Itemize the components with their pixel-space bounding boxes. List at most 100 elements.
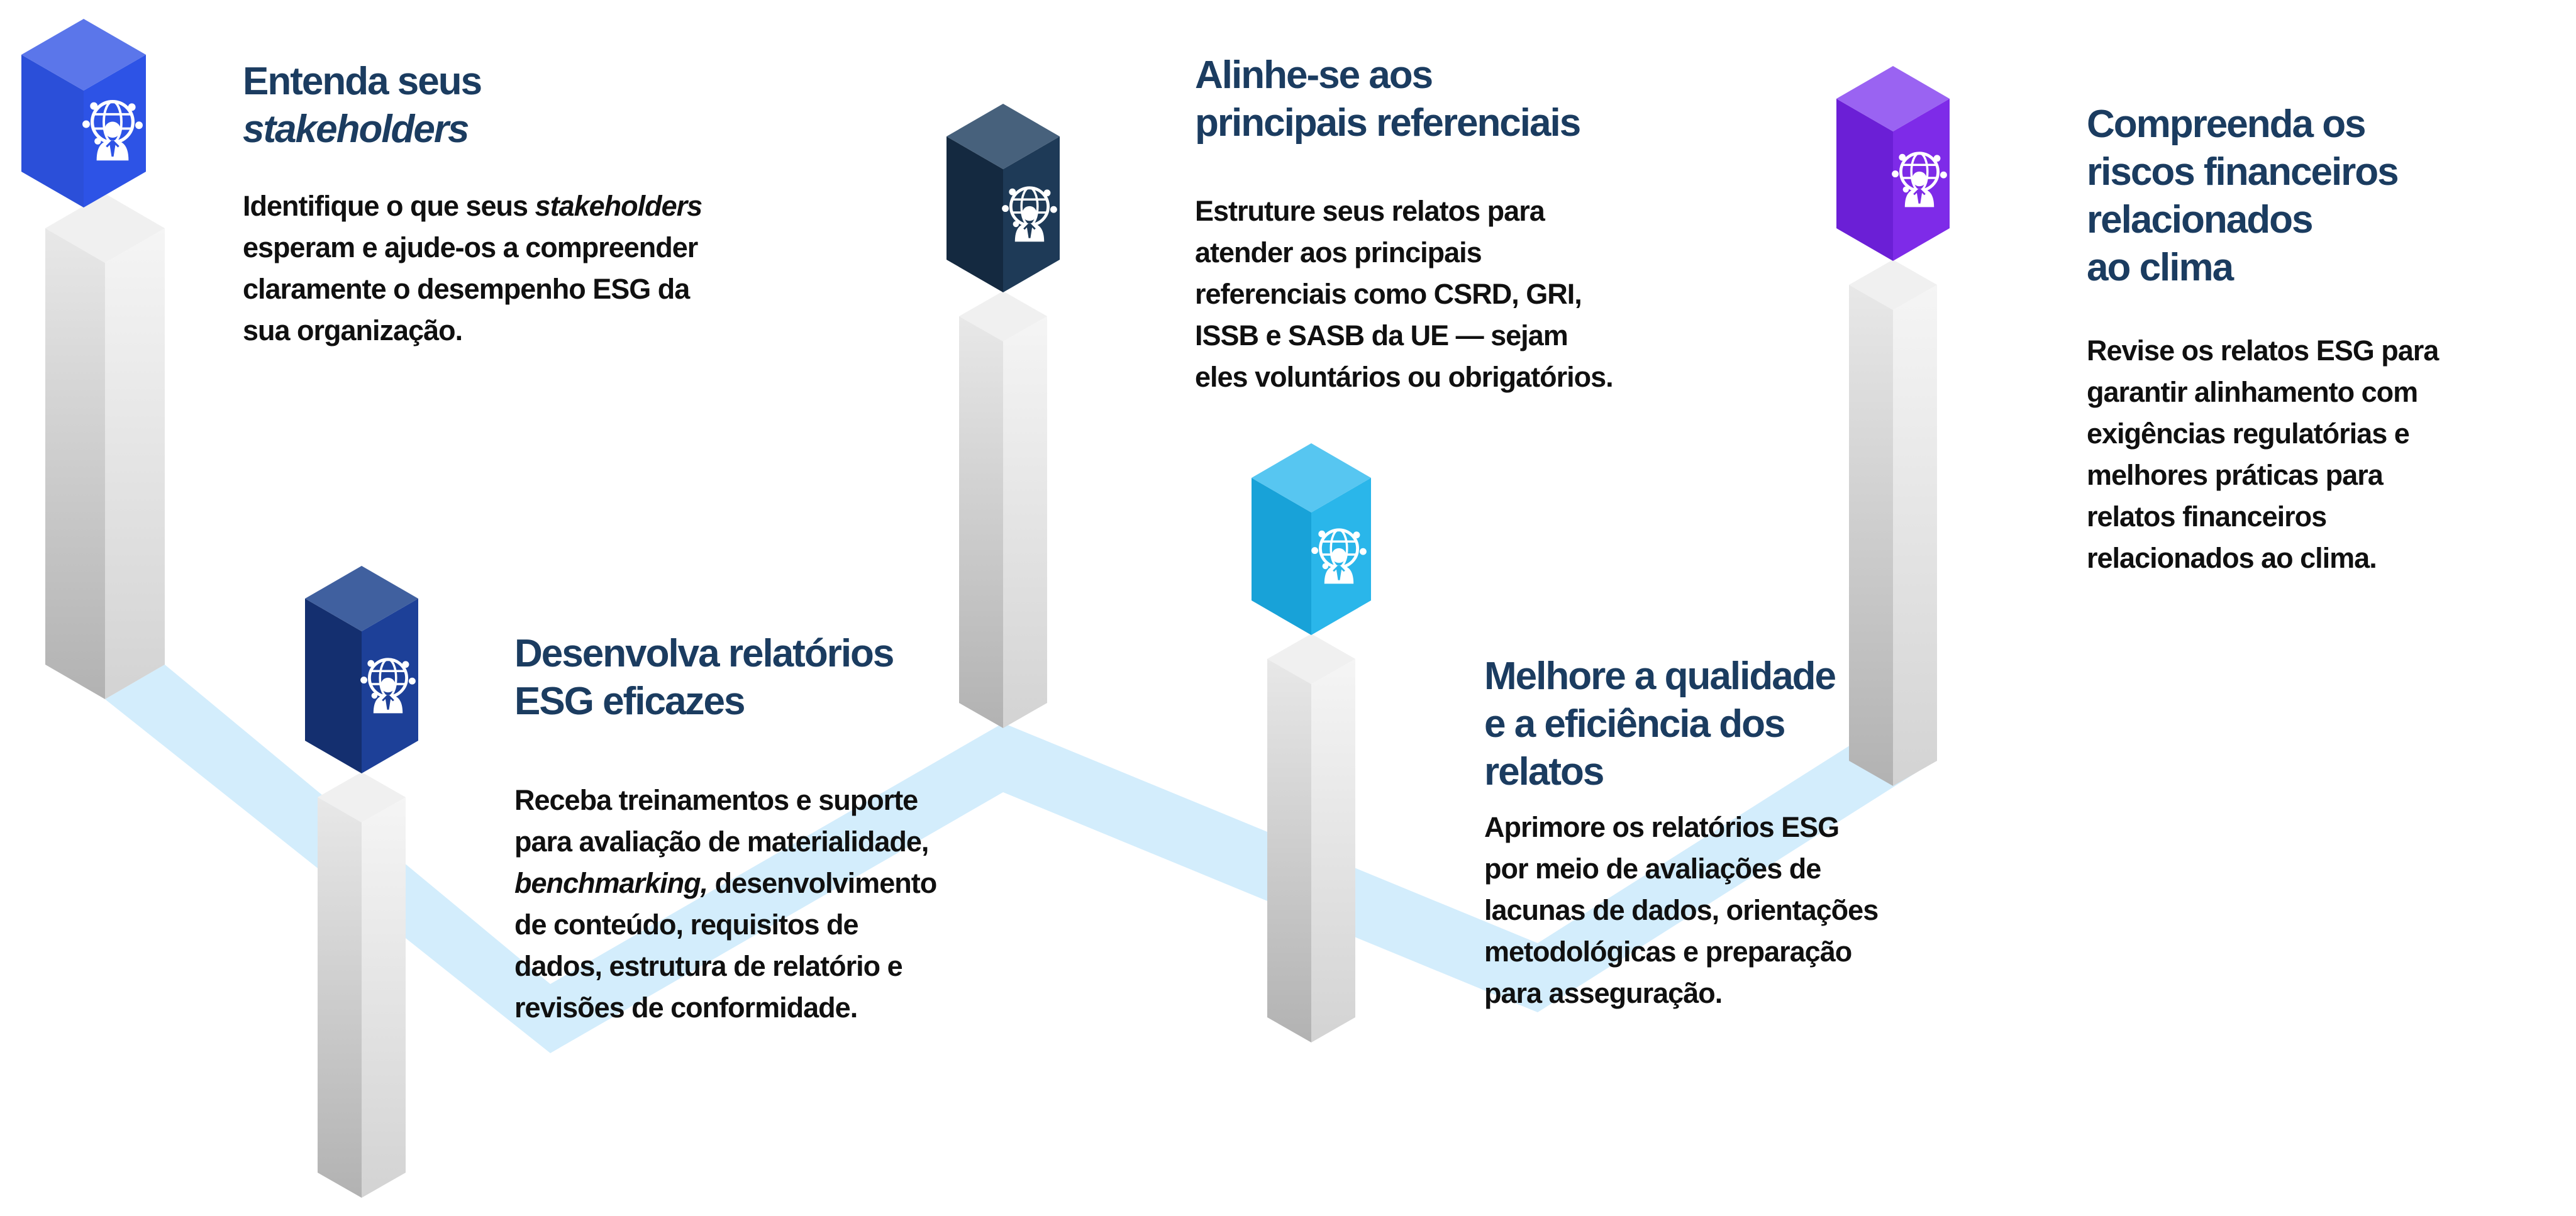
text-segment: referenciais como CSRD, GRI, — [1195, 278, 1582, 310]
text-segment: claramente o desempenho ESG da — [243, 273, 690, 305]
text-line: stakeholders — [243, 106, 481, 153]
cube-left-face — [1252, 478, 1311, 635]
cube-left-face — [21, 55, 84, 207]
text-line: melhores práticas para — [2087, 455, 2438, 496]
cube-top-face — [1836, 66, 1950, 131]
text-line: para asseguração. — [1484, 973, 1878, 1014]
text-line: dados, estrutura de relatório e — [514, 946, 936, 987]
cube-step-3 — [947, 104, 1060, 292]
cube-step-4 — [1252, 443, 1371, 635]
pedestal-3 — [959, 291, 1047, 728]
text-line: para avaliação de materialidade, — [514, 821, 936, 863]
text-segment: relacionados — [2087, 198, 2313, 241]
text-line: Aprimore os relatórios ESG — [1484, 807, 1878, 848]
text-line: revisões de conformidade. — [514, 987, 936, 1029]
text-line: metodológicas e preparação — [1484, 931, 1878, 973]
step-2-description: Receba treinamentos e suporte para avalia… — [514, 780, 937, 1029]
cube-top-face — [305, 566, 418, 631]
text-line: Identifique o que seus stakeholders — [243, 185, 702, 227]
text-line: eles voluntários ou obrigatórios. — [1195, 357, 1614, 398]
pedestal-left-face — [959, 316, 1003, 728]
text-line: exigências regulatórias e — [2087, 413, 2438, 455]
pedestal-top-face — [1849, 260, 1937, 310]
pedestal-right-face — [1893, 285, 1937, 786]
ribbon-path — [105, 665, 1915, 1053]
text-line: sua organização. — [243, 310, 702, 351]
text-line: Entenda seus — [243, 58, 482, 106]
step-3-description: Estruture seus relatos para atender aos p… — [1195, 191, 1614, 398]
text-segment: Estruture seus relatos para — [1195, 195, 1545, 227]
text-segment: garantir alinhamento com — [2087, 376, 2418, 408]
text-segment: Compreenda os — [2087, 102, 2367, 146]
pedestal-left-face — [1849, 285, 1893, 786]
text-line: principais referenciais — [1195, 99, 1581, 147]
text-line: ESG eficazes — [514, 678, 893, 726]
text-line: por meio de avaliações de — [1484, 848, 1878, 890]
text-segment: ISSB e SASB da UE — sejam — [1195, 319, 1568, 351]
pedestal-right-face — [1311, 659, 1355, 1042]
text-line: garantir alinhamento com — [2087, 372, 2438, 413]
italic-text-segment: stakeholders — [535, 190, 703, 222]
text-line: referenciais como CSRD, GRI, — [1195, 274, 1613, 315]
text-line: Receba treinamentos e suporte — [514, 780, 936, 821]
cube-left-face — [305, 599, 362, 773]
pedestal-top-face — [1267, 634, 1355, 684]
text-line: relatos — [1484, 748, 1835, 796]
text-segment: relacionados ao clima. — [2087, 542, 2377, 574]
pedestal-left-face — [1267, 659, 1311, 1042]
text-line: Desenvolva relatórios — [514, 630, 894, 678]
text-line: claramente o desempenho ESG da — [243, 268, 702, 310]
cube-top-face — [947, 104, 1060, 169]
text-segment: principais referenciais — [1195, 101, 1581, 145]
pedestal-right-face — [362, 797, 406, 1198]
text-segment: Alinhe-se aos — [1195, 53, 1433, 97]
text-line: Melhore a qualidade — [1484, 653, 1836, 700]
text-segment: ESG eficazes — [514, 680, 745, 723]
text-segment: riscos financeiros — [2087, 150, 2399, 194]
cube-left-face — [947, 136, 1003, 292]
text-line: benchmarking, desenvolvimento — [514, 863, 937, 904]
text-segment: sua organização. — [243, 314, 463, 346]
text-line: ISSB e SASB da UE — sejam — [1195, 315, 1613, 357]
pedestal-top-face — [318, 772, 406, 822]
text-line: ao clima — [2087, 244, 2398, 292]
text-segment: metodológicas e preparação — [1484, 936, 1852, 968]
text-line: Compreenda os — [2087, 101, 2398, 148]
text-segment: eles voluntários ou obrigatórios. — [1195, 361, 1614, 393]
text-segment: lacunas de dados, orientações — [1484, 894, 1879, 926]
text-segment: por meio de avaliações de — [1484, 853, 1821, 885]
pedestal-left-face — [45, 228, 105, 699]
text-segment: revisões de conformidade. — [514, 992, 858, 1024]
text-segment: Identifique o que seus — [243, 190, 535, 222]
text-line: riscos financeiros — [2087, 148, 2399, 196]
text-segment: exigências regulatórias e — [2087, 417, 2410, 450]
text-line: Estruture seus relatos para — [1195, 191, 1613, 232]
text-segment: Receba treinamentos e suporte — [514, 784, 918, 816]
text-segment: Revise os relatos ESG para — [2087, 334, 2439, 367]
pedestal-5 — [1849, 260, 1937, 786]
cube-top-face — [21, 19, 146, 91]
step-4-description: Aprimore os relatórios ESG por meio de av… — [1484, 807, 1879, 1014]
pedestal-2 — [318, 772, 406, 1198]
italic-text-segment: stakeholders — [243, 108, 470, 151]
cube-left-face — [1836, 99, 1893, 261]
text-line: Revise os relatos ESG para — [2087, 330, 2439, 372]
text-segment: Desenvolva relatórios — [514, 632, 894, 675]
pedestal-top-face — [45, 194, 165, 263]
step-1-description: Identifique o que seus stakeholders esper… — [243, 185, 702, 351]
text-line: Alinhe-se aos — [1195, 52, 1580, 99]
cube-top-face — [1252, 443, 1371, 512]
italic-text-segment: benchmarking, — [514, 867, 708, 899]
text-line: e a eficiência dos — [1484, 700, 1835, 748]
text-segment: esperam e ajude-os a compreender — [243, 231, 698, 263]
pedestal-right-face — [1003, 316, 1047, 728]
text-line: relacionados ao clima. — [2087, 538, 2438, 579]
pedestal-top-face — [959, 291, 1047, 341]
text-segment: de conteúdo, requisitos de — [514, 909, 859, 941]
text-segment: atender aos principais — [1195, 236, 1482, 268]
